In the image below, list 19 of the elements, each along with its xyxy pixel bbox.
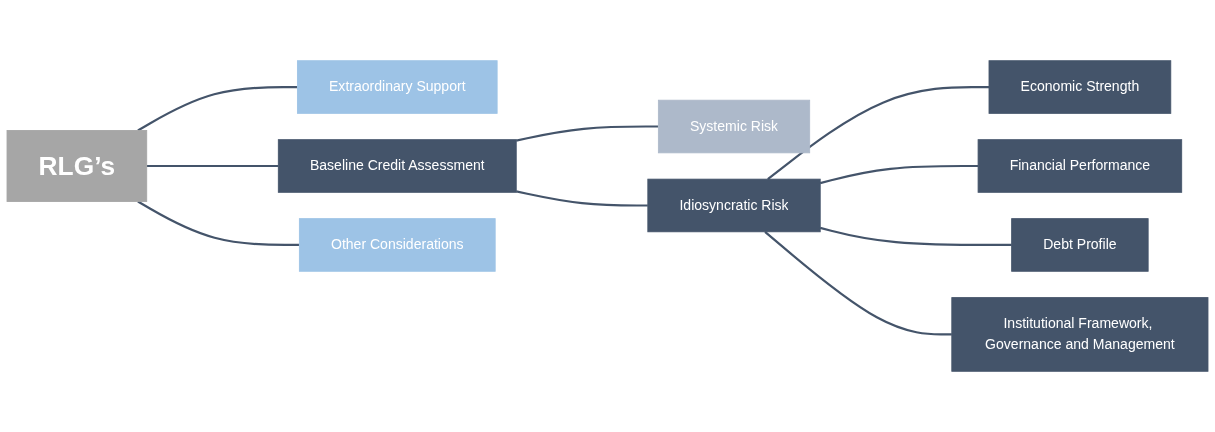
connector — [146, 164, 279, 168]
connector — [516, 125, 659, 142]
node-box: Debt Profile — [1011, 218, 1149, 272]
node-box: Systemic Risk — [657, 99, 811, 154]
connector — [516, 190, 648, 207]
node-box: Other Considerations — [298, 218, 496, 272]
connector — [137, 85, 298, 132]
connector — [137, 200, 300, 247]
connector — [819, 164, 979, 185]
node-box: Economic Strength — [988, 60, 1172, 114]
node-box: Extraordinary Support — [297, 60, 498, 114]
node-box: Institutional Framework, Governance and Management — [951, 297, 1209, 372]
node-box: RLG’s — [6, 130, 148, 202]
connector — [764, 230, 952, 336]
node-box: Financial Performance — [977, 139, 1183, 193]
node-box: Baseline Credit Assessment — [277, 139, 517, 193]
connector — [767, 85, 989, 180]
node-box: Idiosyncratic Risk — [647, 178, 821, 233]
connector — [819, 226, 1012, 247]
